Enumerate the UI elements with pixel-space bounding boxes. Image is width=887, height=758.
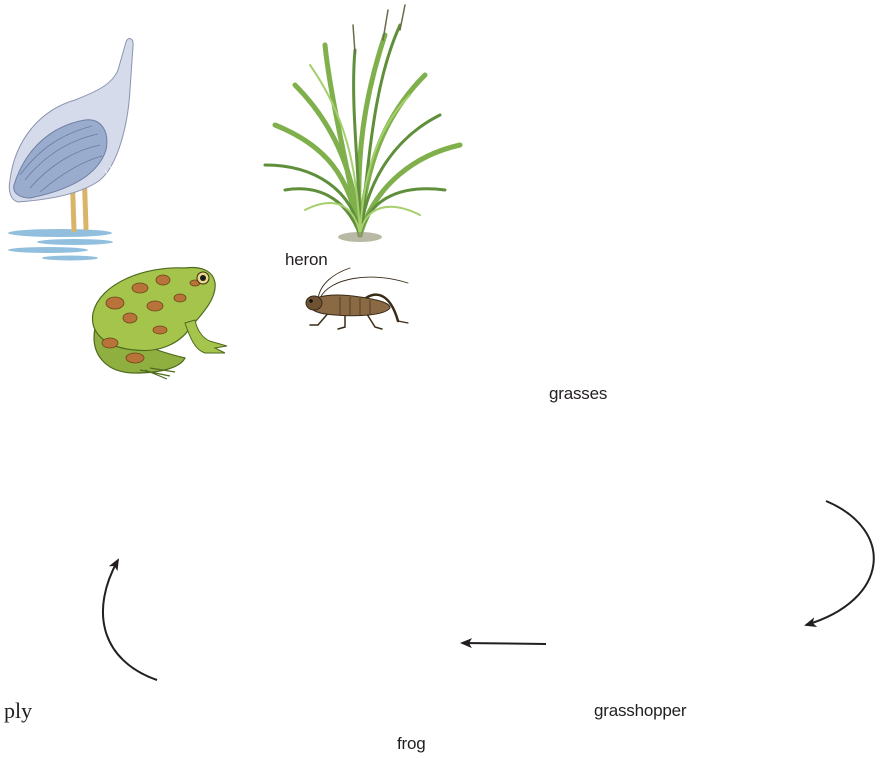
arrow-frog-to-heron	[103, 560, 157, 680]
arrow-grasshopper-to-frog	[462, 643, 546, 644]
arrow-grasses-to-grasshopper	[806, 501, 874, 625]
